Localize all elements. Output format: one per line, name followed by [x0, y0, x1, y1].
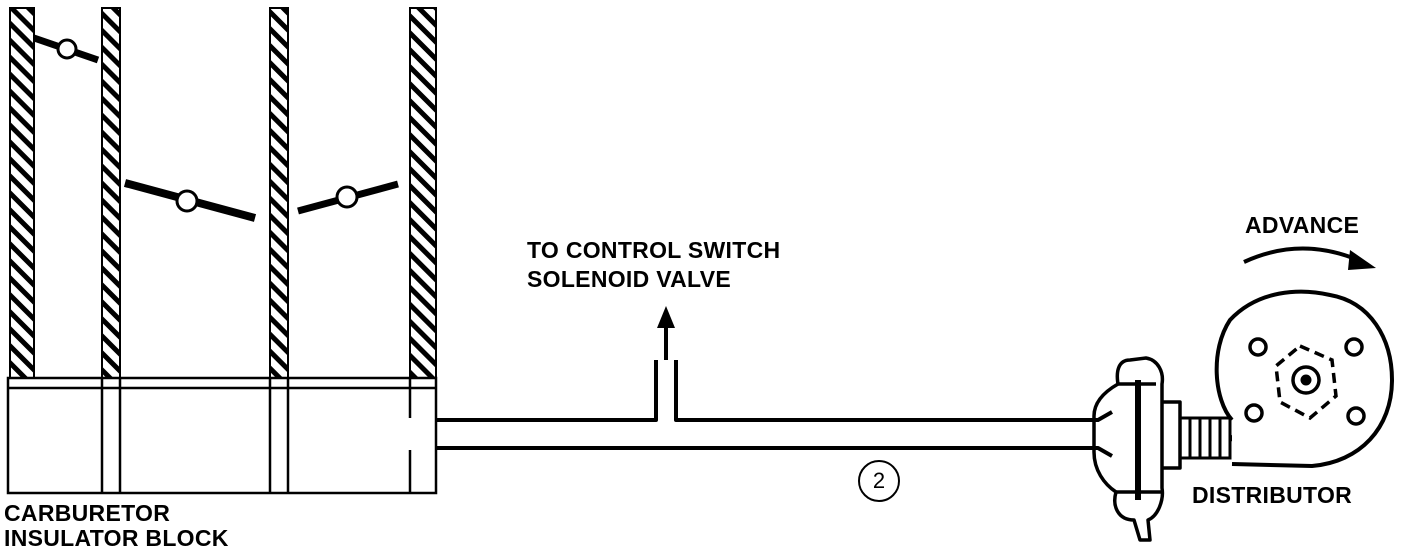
carburetor-body — [9, 7, 437, 379]
control-switch-label-line1: TO CONTROL SWITCH — [527, 237, 781, 263]
carburetor-wall-left — [9, 7, 35, 379]
carburetor-wall-right — [409, 7, 437, 379]
advance-arrow-icon — [1243, 246, 1376, 270]
control-switch-arrow — [657, 306, 675, 360]
carburetor-label-line1: CARBURETOR — [4, 500, 171, 526]
throttle-plate-primary — [32, 34, 100, 64]
carburetor-wall-divider-2 — [269, 7, 289, 379]
control-switch-label-line2: SOLENOID VALVE — [527, 266, 731, 292]
throttle-plate-secondary — [123, 179, 257, 222]
throttle-plate-tertiary — [297, 180, 399, 215]
callout-number-badge: 2 — [858, 460, 900, 502]
advance-label: ADVANCE — [1245, 212, 1360, 238]
distributor-label: DISTRIBUTOR — [1192, 482, 1353, 508]
distributor-body — [1214, 289, 1395, 469]
carburetor-wall-divider-1 — [101, 7, 121, 379]
carburetor-label-line2: INSULATOR BLOCK — [4, 525, 229, 550]
vacuum-hose — [436, 360, 1113, 458]
vacuum-advance-unit — [1092, 356, 1182, 542]
insulator-block — [6, 376, 438, 495]
